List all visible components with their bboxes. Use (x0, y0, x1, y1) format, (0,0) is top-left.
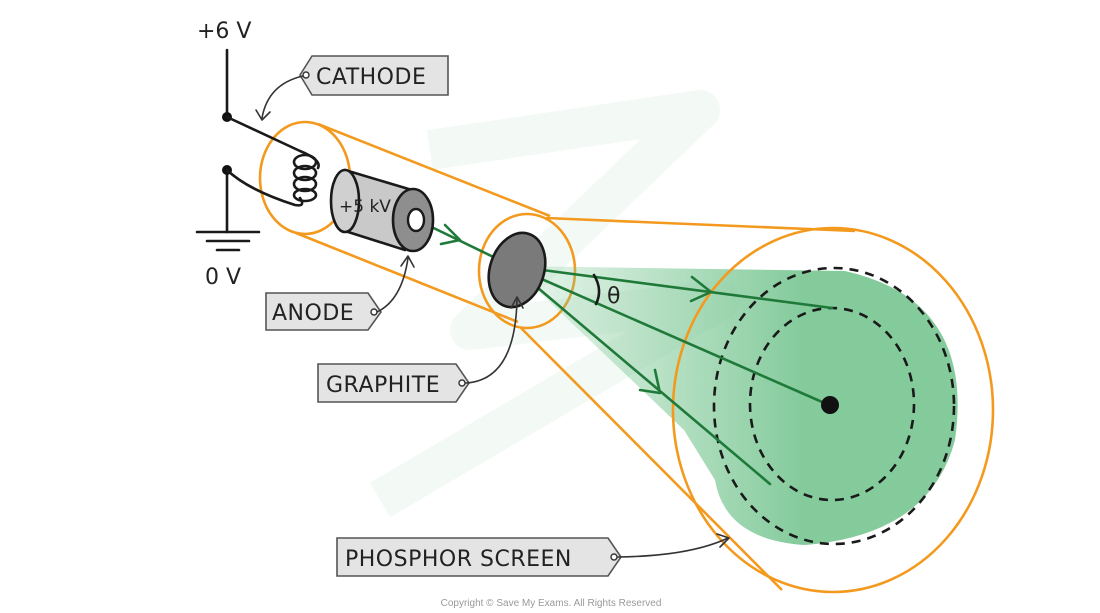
diffraction-ring-outer (712, 266, 956, 546)
graphite-tag: GRAPHITE (317, 363, 470, 403)
phosphor-screen-tag: PHOSPHOR SCREEN (336, 537, 622, 577)
phosphor-screen-outline (671, 226, 995, 594)
anode-tag: ANODE (265, 292, 382, 331)
central-spot (821, 396, 839, 414)
ground-symbol-icon (195, 230, 261, 252)
phosphor-screen-pointer (617, 537, 729, 558)
watermark-logo (369, 90, 740, 518)
svg-text:PHOSPHOR SCREEN: PHOSPHOR SCREEN (345, 547, 572, 572)
graphite-target (487, 231, 547, 309)
filament-coil-icon (292, 153, 318, 203)
cathode-pointer (261, 75, 304, 119)
supply-voltage-label: +6 V (197, 19, 251, 44)
glass-tube (258, 120, 856, 591)
svg-text:CATHODE: CATHODE (316, 65, 426, 90)
angle-label: θ (607, 284, 620, 309)
anode-pointer (376, 257, 409, 313)
graphite-pointer (465, 299, 518, 384)
svg-text:ANODE: ANODE (272, 301, 354, 326)
svg-text:GRAPHITE: GRAPHITE (326, 373, 440, 398)
diffraction-cone (512, 266, 958, 545)
anode-cylinder (329, 168, 435, 253)
ground-voltage-label: 0 V (205, 265, 241, 290)
circuit-wiring (222, 48, 320, 234)
cathode-tag: CATHODE (299, 55, 449, 96)
angle-arc (592, 273, 601, 306)
anode-voltage-label: +5 kV (339, 197, 391, 217)
copyright-footer: Copyright © Save My Exams. All Rights Re… (441, 598, 662, 609)
